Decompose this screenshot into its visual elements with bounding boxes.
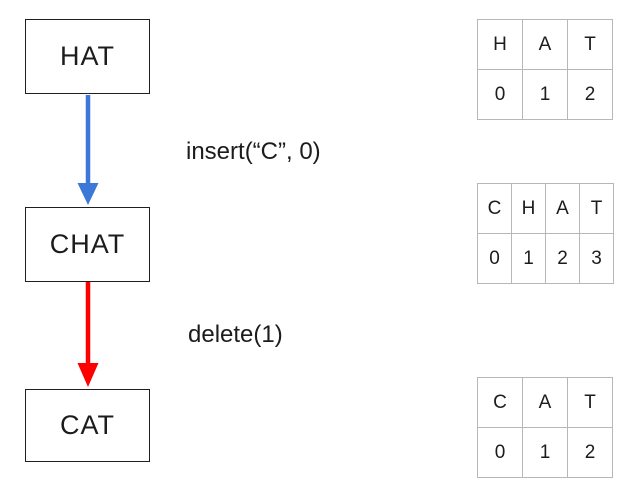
insert-arrow [77,95,99,205]
table-cell-letter: A [545,183,580,234]
table-cell-letter: H [511,183,546,234]
node-chat-box: CHAT [25,207,150,282]
table-cell-letter: T [567,377,613,428]
table-cell-index: 0 [477,427,523,478]
node-cat-box: CAT [25,389,150,462]
letters-row: H A T [477,19,613,70]
indices-row: 0 1 2 [477,427,613,478]
table-cell-index: 0 [477,69,523,120]
table-cell-letter: A [522,19,568,70]
table-cell-letter: C [477,183,512,234]
table-cell-index: 1 [511,233,546,284]
table-cell-index: 1 [522,69,568,120]
table-cell-index: 3 [579,233,614,284]
table-cell-letter: T [567,19,613,70]
letters-row: C H A T [477,183,614,234]
delete-arrow [77,282,99,387]
node-hat-box: HAT [25,19,150,94]
table-cell-index: 2 [567,69,613,120]
table-cell-letter: T [579,183,614,234]
table-cell-letter: C [477,377,523,428]
index-table-chat: C H A T 0 1 2 3 [477,183,614,284]
delete-operation-label: delete(1) [188,321,283,348]
delete-arrowhead-icon [77,363,99,387]
letters-row: C A T [477,377,613,428]
table-cell-index: 2 [545,233,580,284]
table-cell-letter: A [522,377,568,428]
table-cell-index: 1 [522,427,568,478]
index-table-hat: H A T 0 1 2 [477,19,613,120]
insert-arrowhead-icon [77,183,99,205]
insert-operation-label: insert(“C”, 0) [186,138,321,165]
indices-row: 0 1 2 [477,69,613,120]
indices-row: 0 1 2 3 [477,233,614,284]
table-cell-index: 0 [477,233,512,284]
table-cell-index: 2 [567,427,613,478]
index-table-cat: C A T 0 1 2 [477,377,613,478]
table-cell-letter: H [477,19,523,70]
